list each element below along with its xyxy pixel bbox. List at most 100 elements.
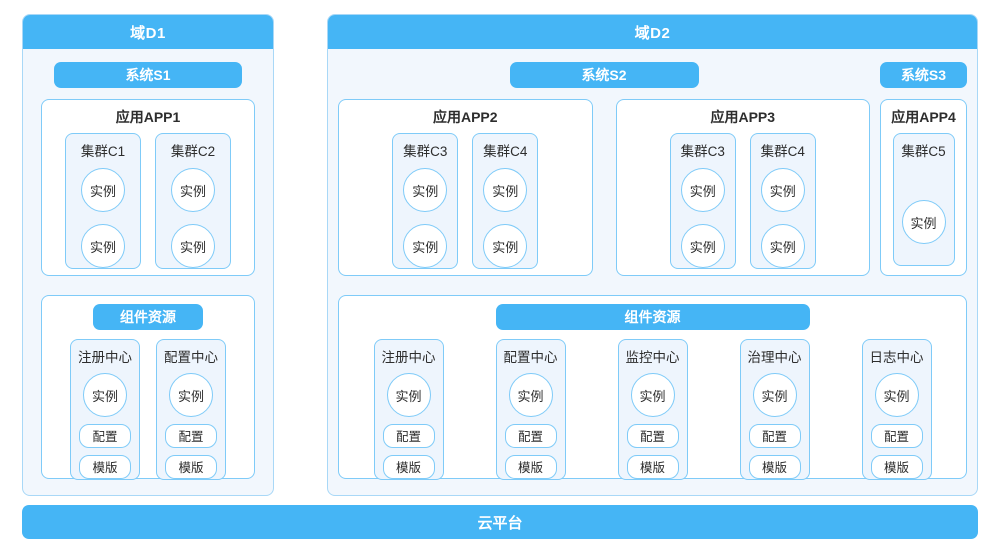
- instance-stack-c3: 实例 实例: [403, 168, 448, 268]
- instance-circle: 实例: [403, 224, 448, 268]
- template-chip: 模版: [870, 455, 923, 479]
- instance-stack-c4: 实例 实例: [483, 168, 528, 268]
- instance-stack-c4b: 实例 实例: [760, 168, 805, 268]
- cluster-box-c3b: 集群C3 实例 实例: [669, 133, 736, 269]
- component-center-content: 实例 配置 模版: [157, 373, 225, 479]
- instance-circle: 实例: [760, 168, 805, 212]
- template-chip: 模版: [626, 455, 679, 479]
- template-chip: 模版: [504, 455, 557, 479]
- template-chip: 模版: [165, 455, 217, 479]
- app-title-app4: 应用APP4: [891, 109, 956, 125]
- instance-stack-c5: 实例: [901, 200, 946, 244]
- component-center-title: 配置中心: [164, 350, 218, 365]
- instance-circle: 实例: [81, 168, 125, 212]
- component-center-log: 日志中心 实例 配置 模版: [861, 339, 932, 480]
- instance-circle: 实例: [483, 168, 528, 212]
- component-center-content: 实例 配置 模版: [863, 373, 931, 479]
- cluster-box-c3: 集群C3 实例 实例: [392, 133, 459, 269]
- system-label-s2: 系统S2: [509, 62, 699, 88]
- config-chip: 配置: [626, 424, 679, 448]
- system-column-s3: 系统S3 应用APP4 集群C5 实例: [880, 58, 967, 276]
- instance-circle: 实例: [630, 373, 675, 417]
- cluster-box-c2: 集群C2 实例 实例: [155, 133, 231, 269]
- cluster-box-c5: 集群C5 实例: [892, 133, 955, 266]
- template-chip: 模版: [79, 455, 131, 479]
- component-center-config: 配置中心 实例 配置 模版: [156, 339, 226, 480]
- component-center-governance: 治理中心 实例 配置 模版: [739, 339, 810, 480]
- instance-circle: 实例: [901, 200, 946, 244]
- app-title-app3: 应用APP3: [710, 109, 776, 125]
- domain-body-d2: 系统S2 应用APP2 集群C3 实例 实例: [328, 49, 977, 495]
- cluster-list-app3: 集群C3 实例 实例 集群C4 实例: [617, 133, 870, 269]
- cluster-list-app4: 集群C5 实例: [881, 133, 966, 266]
- instance-circle: 实例: [83, 373, 127, 417]
- systems-row-d2: 系统S2 应用APP2 集群C3 实例 实例: [338, 58, 967, 276]
- domain-body-d1: 系统S1 应用APP1 集群C1 实例 实例 集群C2 实例: [23, 49, 273, 495]
- template-chip: 模版: [748, 455, 801, 479]
- cluster-title-c5: 集群C5: [901, 144, 946, 159]
- component-center-registry: 注册中心 实例 配置 模版: [373, 339, 444, 480]
- app-list-s2: 应用APP2 集群C3 实例 实例 集群: [338, 99, 870, 276]
- instance-circle: 实例: [171, 168, 215, 212]
- system-label-s1: 系统S1: [54, 62, 242, 88]
- component-center-registry: 注册中心 实例 配置 模版: [70, 339, 140, 480]
- component-center-title: 注册中心: [78, 350, 132, 365]
- instance-circle: 实例: [171, 224, 215, 268]
- cluster-title-c4b: 集群C4: [760, 144, 805, 159]
- domain-panel-d1: 域D1 系统S1 应用APP1 集群C1 实例 实例 集群C2: [22, 14, 274, 496]
- component-center-content: 实例 配置 模版: [619, 373, 687, 479]
- instance-stack-c3b: 实例 实例: [680, 168, 725, 268]
- component-center-monitor: 监控中心 实例 配置 模版: [617, 339, 688, 480]
- component-resources-box-d2: 组件资源 注册中心 实例 配置 模版 配置中心 实例: [338, 295, 967, 480]
- component-center-title: 配置中心: [503, 350, 558, 365]
- instance-circle: 实例: [169, 373, 213, 417]
- cluster-list-app2: 集群C3 实例 实例 集群C4 实例: [339, 133, 592, 269]
- component-center-content: 实例 配置 模版: [741, 373, 809, 479]
- cluster-box-c4: 集群C4 实例 实例: [472, 133, 539, 269]
- cluster-title-c1: 集群C1: [80, 144, 126, 159]
- cluster-list-app1: 集群C1 实例 实例 集群C2 实例 实例: [42, 133, 254, 269]
- component-center-title: 注册中心: [381, 350, 436, 365]
- app-box-app4: 应用APP4 集群C5 实例: [880, 99, 967, 276]
- cluster-box-c1: 集群C1 实例 实例: [65, 133, 141, 269]
- instance-circle: 实例: [752, 373, 797, 417]
- component-center-title: 监控中心: [625, 350, 680, 365]
- cluster-title-c2: 集群C2: [170, 144, 216, 159]
- cluster-title-c3b: 集群C3: [680, 144, 725, 159]
- component-resources-box-d1: 组件资源 注册中心 实例 配置 模版 配置中心 实例: [41, 295, 255, 480]
- component-center-config: 配置中心 实例 配置 模版: [495, 339, 566, 480]
- app-box-app1: 应用APP1 集群C1 实例 实例 集群C2 实例 实例: [41, 99, 255, 276]
- component-resources-label-d1: 组件资源: [93, 304, 203, 330]
- instance-circle: 实例: [483, 224, 528, 268]
- instance-circle: 实例: [81, 224, 125, 268]
- instance-stack-c1: 实例 实例: [81, 168, 125, 268]
- cloud-platform-bar: 云平台: [22, 505, 978, 539]
- instance-circle: 实例: [403, 168, 448, 212]
- system-column-s2: 系统S2 应用APP2 集群C3 实例 实例: [338, 58, 870, 276]
- instance-circle: 实例: [386, 373, 431, 417]
- config-chip: 配置: [382, 424, 435, 448]
- config-chip: 配置: [748, 424, 801, 448]
- component-center-list-d2: 注册中心 实例 配置 模版 配置中心 实例 配置 模版: [339, 339, 966, 480]
- config-chip: 配置: [165, 424, 217, 448]
- instance-circle: 实例: [680, 224, 725, 268]
- component-center-list-d1: 注册中心 实例 配置 模版 配置中心 实例 配置 模版: [42, 339, 254, 480]
- component-center-content: 实例 配置 模版: [375, 373, 443, 479]
- domain-header-d2: 域D2: [328, 15, 977, 49]
- domain-panel-d2: 域D2 系统S2 应用APP2 集群C3 实例: [327, 14, 978, 496]
- app-box-app3: 应用APP3 集群C3 实例 实例 集群: [615, 99, 870, 276]
- component-center-title: 日志中心: [869, 350, 924, 365]
- app-title-app1: 应用APP1: [115, 109, 181, 125]
- instance-circle: 实例: [680, 168, 725, 212]
- config-chip: 配置: [870, 424, 923, 448]
- instance-circle: 实例: [874, 373, 919, 417]
- config-chip: 配置: [504, 424, 557, 448]
- component-center-content: 实例 配置 模版: [71, 373, 139, 479]
- domain-header-d1: 域D1: [23, 15, 273, 49]
- instance-circle: 实例: [508, 373, 553, 417]
- cluster-title-c4: 集群C4: [483, 144, 528, 159]
- app-title-app2: 应用APP2: [432, 109, 498, 125]
- system-label-s3: 系统S3: [880, 62, 967, 88]
- cluster-box-c4b: 集群C4 实例 实例: [749, 133, 816, 269]
